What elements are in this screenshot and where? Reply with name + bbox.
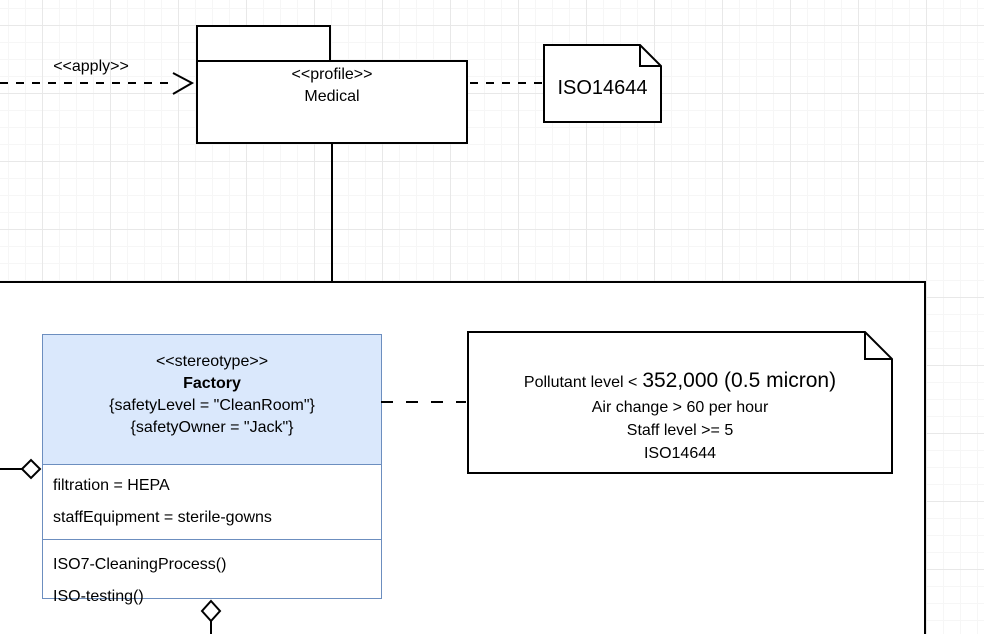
constraint-line1-prefix: Pollutant level <: [523, 374, 638, 391]
folded-corner-icon: [639, 45, 661, 67]
factory-class[interactable]: <<stereotype>> Factory {safetyLevel = "C…: [42, 334, 382, 605]
factory-tagged-value: {safetyOwner = "Jack"}: [130, 419, 294, 436]
profile-name: Medical: [304, 88, 360, 105]
profile-package-label: <<profile>> Medical: [197, 64, 467, 108]
note-outline[interactable]: [543, 44, 662, 123]
factory-tagged-value: {safetyLevel = "CleanRoom"}: [109, 397, 315, 414]
operation-item: ISO-testing(): [53, 588, 144, 605]
note-constraints-label: Pollutant level <352,000 (0.5 micron) Ai…: [467, 331, 893, 465]
attribute-item: filtration = HEPA: [53, 477, 170, 494]
operation-item: ISO7-CleaningProcess(): [53, 556, 227, 573]
profile-stereotype-label: <<profile>>: [291, 66, 373, 83]
constraint-line: Pollutant level <352,000 (0.5 micron): [467, 368, 893, 396]
factory-stereotype-label: <<stereotype>>: [155, 353, 269, 370]
factory-name: Factory: [183, 375, 241, 392]
note-iso14644-text: ISO14644: [557, 77, 648, 99]
package-tab[interactable]: [196, 25, 331, 62]
attributes-compartment[interactable]: filtration = HEPA staffEquipment = steri…: [43, 465, 381, 540]
attribute-item: staffEquipment = sterile-gowns: [53, 509, 272, 526]
apply-arrowhead-icon: [172, 72, 195, 95]
note-iso14644[interactable]: [543, 44, 662, 123]
constraint-line: Staff level >= 5: [626, 422, 734, 439]
constraint-line: Air change > 60 per hour: [591, 399, 769, 416]
note-iso14644-label: ISO14644: [543, 44, 662, 123]
note-constraints[interactable]: [467, 331, 893, 474]
operations-compartment[interactable]: ISO7-CleaningProcess() ISO-testing(): [43, 540, 381, 607]
note-outline[interactable]: [467, 331, 893, 474]
constraint-line: ISO14644: [643, 445, 717, 462]
factory-header[interactable]: <<stereotype>> Factory {safetyLevel = "C…: [43, 335, 381, 465]
apply-label: <<apply>>: [53, 58, 129, 75]
constraint-line1-value: 352,000 (0.5 micron): [642, 369, 837, 392]
folded-corner-icon: [864, 332, 892, 360]
profile-package[interactable]: [196, 60, 468, 144]
